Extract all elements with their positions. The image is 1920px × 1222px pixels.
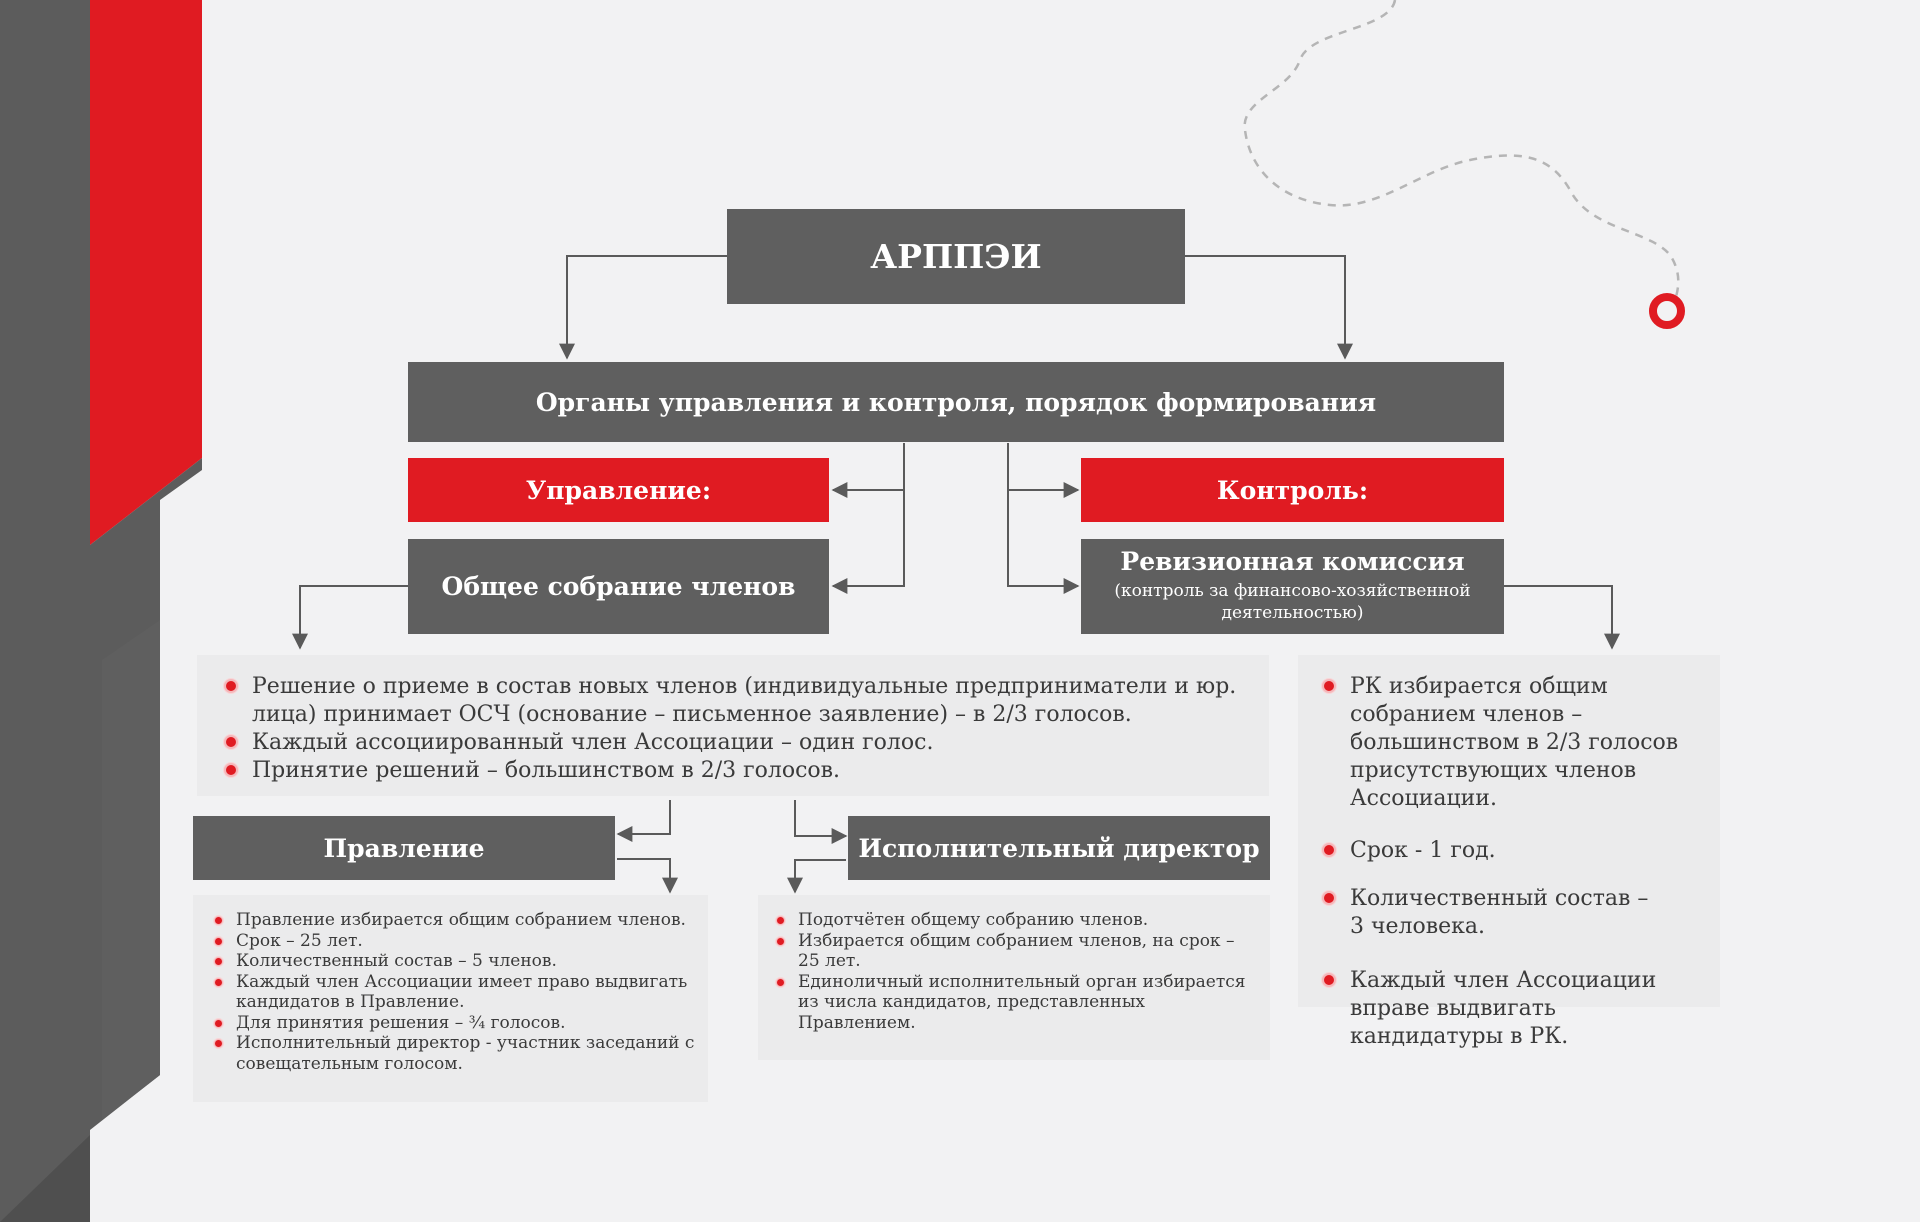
management-label: Управление: xyxy=(526,476,711,505)
list-item: Правление избирается общим собранием чле… xyxy=(200,910,695,931)
list-item: Количественный состав – 5 членов. xyxy=(200,951,695,972)
board-box: Правление xyxy=(193,816,615,880)
list-item: Каждый ассоциированный член Ассоциации –… xyxy=(212,729,1272,757)
bullet-icon xyxy=(214,957,223,966)
audit-commission-box: Ревизионная комиссия (контроль за финанс… xyxy=(1081,539,1504,634)
audit-commission-subtitle: (контроль за финансово-хозяйственной дея… xyxy=(1113,580,1473,624)
management-label-box: Управление: xyxy=(408,458,829,522)
list-item: Решение о приеме в состав новых членов (… xyxy=(212,673,1272,729)
audit-commission-title: Ревизионная комиссия xyxy=(1120,549,1464,575)
bodies-title-box: Органы управления и контроля, порядок фо… xyxy=(408,362,1504,442)
control-label: Контроль: xyxy=(1217,476,1368,505)
bullet-icon xyxy=(776,978,785,987)
bullet-icon xyxy=(776,916,785,925)
board-label: Правление xyxy=(324,834,485,863)
list-item: Количественный состав – 3 человека. xyxy=(1310,885,1710,941)
general-assembly-box: Общее собрание членов xyxy=(408,539,829,634)
bullet-icon xyxy=(1322,843,1336,857)
board-rules-list: Правление избирается общим собранием чле… xyxy=(200,910,695,1074)
control-rules-list: РК избирается общим собранием членов – б… xyxy=(1310,673,1710,1051)
list-item: Принятие решений – большинством в 2/3 го… xyxy=(212,757,1272,785)
bullet-icon xyxy=(224,679,238,693)
list-item: Срок – 25 лет. xyxy=(200,931,695,952)
bullet-icon xyxy=(214,978,223,987)
bullet-icon xyxy=(224,735,238,749)
bullet-icon xyxy=(224,763,238,777)
bullet-icon xyxy=(776,937,785,946)
top-title-box: АРППЭИ xyxy=(727,209,1185,304)
bullet-icon xyxy=(1322,973,1336,987)
bullet-icon xyxy=(214,1019,223,1028)
list-item: Единоличный исполнительный орган избирае… xyxy=(762,972,1257,1034)
list-item: Каждый член Ассоциации вправе выдвигать … xyxy=(1310,967,1710,1051)
bullet-icon xyxy=(214,916,223,925)
director-rules-list: Подотчётен общему собранию членов. Избир… xyxy=(762,910,1257,1033)
control-label-box: Контроль: xyxy=(1081,458,1504,522)
bullet-icon xyxy=(1322,679,1336,693)
top-title: АРППЭИ xyxy=(870,237,1041,276)
management-rules-list: Решение о приеме в состав новых членов (… xyxy=(212,673,1272,785)
list-item: Избирается общим собранием членов, на ср… xyxy=(762,931,1257,972)
bullet-icon xyxy=(1322,891,1336,905)
bullet-icon xyxy=(214,1039,223,1048)
executive-director-label: Исполнительный директор xyxy=(858,834,1259,863)
executive-director-box: Исполнительный директор xyxy=(848,816,1270,880)
general-assembly-label: Общее собрание членов xyxy=(442,572,796,601)
bodies-title: Органы управления и контроля, порядок фо… xyxy=(536,388,1376,417)
list-item: Подотчётен общему собранию членов. xyxy=(762,910,1257,931)
list-item: РК избирается общим собранием членов – б… xyxy=(1310,673,1710,813)
list-item: Для принятия решения – ¾ голосов. xyxy=(200,1013,695,1034)
list-item: Каждый член Ассоциации имеет право выдви… xyxy=(200,972,695,1013)
bullet-icon xyxy=(214,937,223,946)
list-item: Исполнительный директор - участник засед… xyxy=(200,1033,695,1074)
list-item: Срок - 1 год. xyxy=(1310,837,1710,865)
